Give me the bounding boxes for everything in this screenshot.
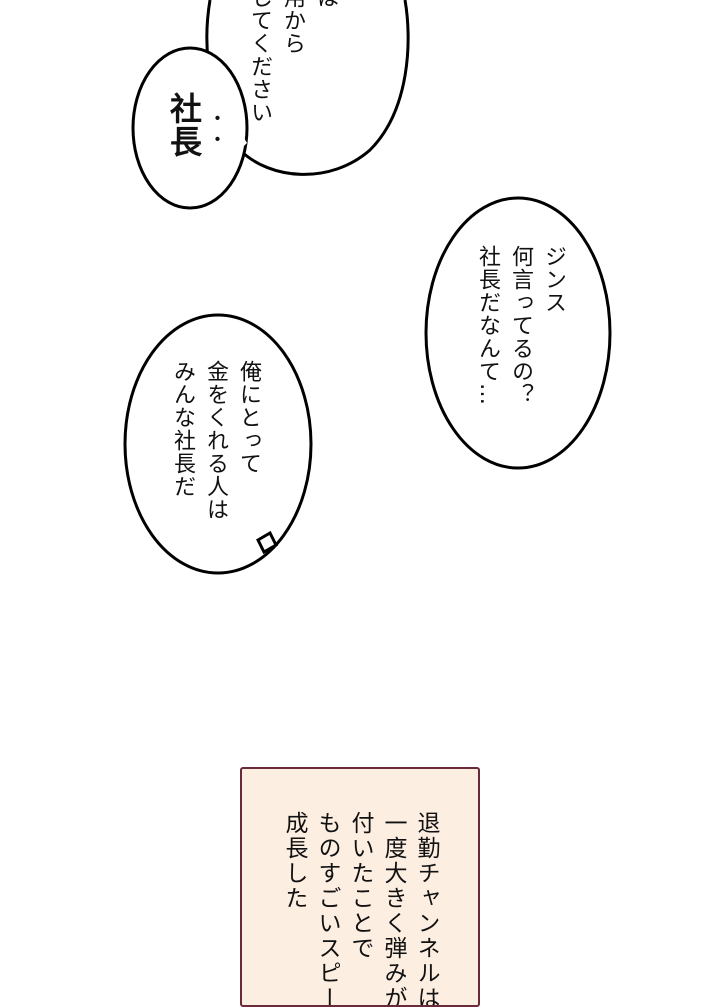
text-line: 何言ってるの？	[508, 245, 533, 406]
bubble-small-text: 社長	[164, 92, 204, 158]
bubble-jins-outline	[424, 196, 612, 470]
text-line: 金をくれる人は	[203, 360, 228, 521]
text-line: は	[313, 0, 338, 9]
text-line: みんな社長だ	[170, 360, 195, 498]
text-line: 付いたことで	[347, 811, 373, 961]
bubble-boss-outline	[123, 313, 313, 575]
bubble-boss-tail	[256, 530, 278, 555]
text-line: 俺にとって	[236, 360, 261, 475]
bubble-small-dots: ・・	[204, 108, 228, 150]
bubble-top-text: は 用から してください	[243, 0, 342, 124]
bubble-small-outline	[131, 46, 249, 210]
narration-caption-box: 退勤チャンネルは 一度大きく弾みが 付いたことで ものすごいスピー 成長した	[240, 767, 480, 1007]
text-line: 退勤チャンネルは	[413, 811, 439, 1007]
text-line: してください	[247, 0, 272, 124]
text-line: ものすごいスピー	[314, 811, 340, 1007]
caption-text: 退勤チャンネルは 一度大きく弾みが 付いたことで ものすごいスピー 成長した	[277, 811, 442, 1007]
text-line: 成長した	[281, 811, 307, 911]
text-line: 社長	[165, 92, 203, 158]
text-line: ジンス	[541, 245, 566, 314]
bubble-jins-text: ジンス 何言ってるの？ 社長だなんて…	[471, 245, 570, 406]
text-line: 一度大きく弾みが	[380, 811, 406, 1007]
text-line: 社長だなんて…	[475, 245, 500, 406]
bubble-boss-text: 俺にとって 金をくれる人は みんな社長だ	[166, 360, 265, 521]
text-line: 用から	[280, 0, 305, 55]
